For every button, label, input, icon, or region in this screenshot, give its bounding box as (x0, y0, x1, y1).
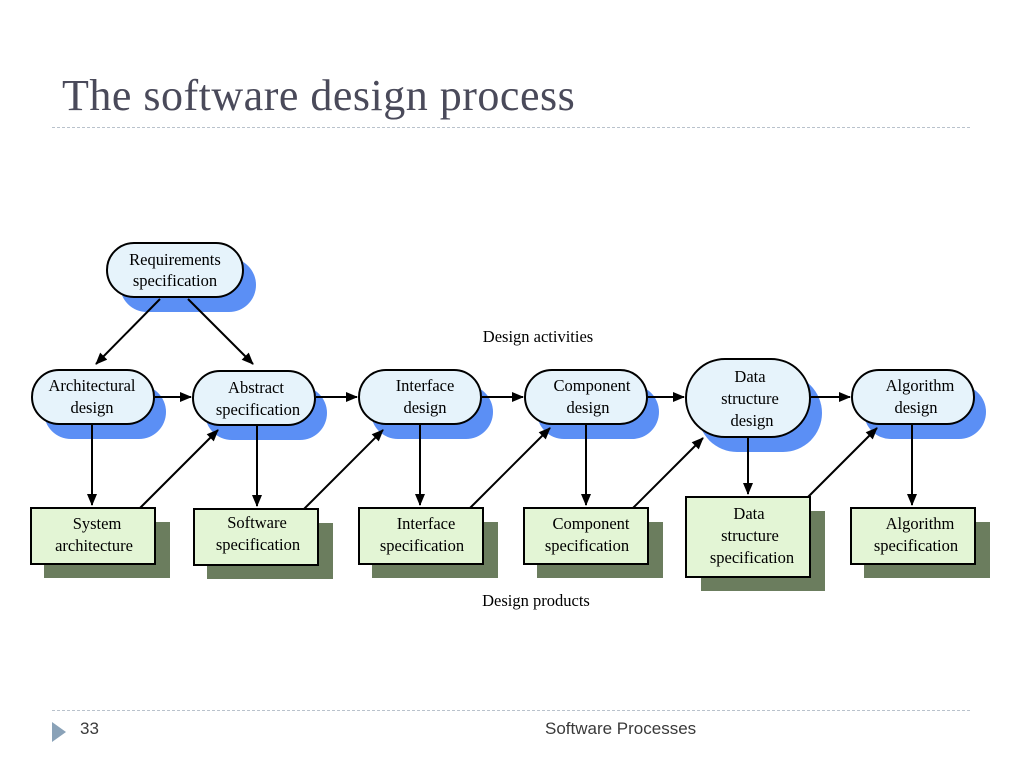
arrow-system-architecture-to-abstract (139, 429, 219, 509)
arrow-req-to-architectural (95, 298, 161, 365)
product-component-specification: Component specification (523, 507, 663, 578)
svg-text:Abstract: Abstract (228, 378, 284, 397)
svg-text:design: design (894, 398, 937, 417)
svg-text:Interface: Interface (396, 376, 455, 395)
footer-section-title: Software Processes (545, 719, 697, 738)
requirements-line1: Requirements (129, 250, 221, 269)
arrow-req-to-abstract (187, 298, 254, 365)
design-activities-label: Design activities (483, 327, 593, 346)
activity-abstract-specification: Abstract specification (192, 370, 327, 440)
activity-architectural-design: Architectural design (31, 369, 166, 439)
svg-text:System: System (73, 514, 122, 533)
svg-text:design: design (70, 398, 113, 417)
svg-text:structure: structure (721, 389, 779, 408)
requirements-specification-node: Requirements specification (106, 242, 256, 312)
product-interface-specification: Interface specification (358, 507, 498, 578)
arrow-data-structure-spec-to-algorithm (807, 427, 878, 498)
arrow-component-spec-to-data-structure (632, 437, 704, 509)
activity-interface-design: Interface design (358, 369, 493, 439)
activity-component-design: Component design (524, 369, 659, 439)
svg-text:design: design (566, 398, 609, 417)
product-data-structure-specification: Data structure specification (685, 496, 825, 591)
arrow-interface-spec-to-component (469, 427, 551, 509)
svg-text:specification: specification (216, 400, 300, 419)
footer-bullet-icon (52, 722, 66, 742)
svg-text:specification: specification (216, 535, 300, 554)
product-software-specification: Software specification (193, 508, 333, 579)
svg-text:specification: specification (380, 536, 464, 555)
svg-text:Data: Data (733, 504, 765, 523)
svg-text:Algorithm: Algorithm (886, 376, 955, 395)
svg-text:specification: specification (874, 536, 958, 555)
svg-text:Algorithm: Algorithm (886, 514, 955, 533)
arrow-software-spec-to-interface (303, 429, 384, 510)
slide-title: The software design process (62, 71, 576, 120)
activity-data-structure-design: Data structure design (685, 358, 822, 452)
svg-text:Data: Data (734, 367, 766, 386)
title-divider (52, 127, 970, 128)
svg-text:Component: Component (554, 376, 631, 395)
footer-divider (52, 710, 970, 711)
svg-text:specification: specification (710, 548, 794, 567)
requirements-line2: specification (133, 271, 217, 290)
svg-text:Architectural: Architectural (48, 376, 135, 395)
activity-algorithm-design: Algorithm design (851, 369, 986, 439)
svg-text:Interface: Interface (397, 514, 456, 533)
svg-text:design: design (403, 398, 446, 417)
svg-text:design: design (730, 411, 773, 430)
svg-text:structure: structure (721, 526, 779, 545)
design-products-label: Design products (482, 591, 590, 610)
svg-text:architecture: architecture (55, 536, 133, 555)
product-system-architecture: System architecture (30, 507, 170, 578)
product-algorithm-specification: Algorithm specification (850, 507, 990, 578)
svg-text:specification: specification (545, 536, 629, 555)
svg-text:Software: Software (227, 513, 287, 532)
slide-number: 33 (80, 719, 99, 738)
svg-text:Component: Component (553, 514, 630, 533)
